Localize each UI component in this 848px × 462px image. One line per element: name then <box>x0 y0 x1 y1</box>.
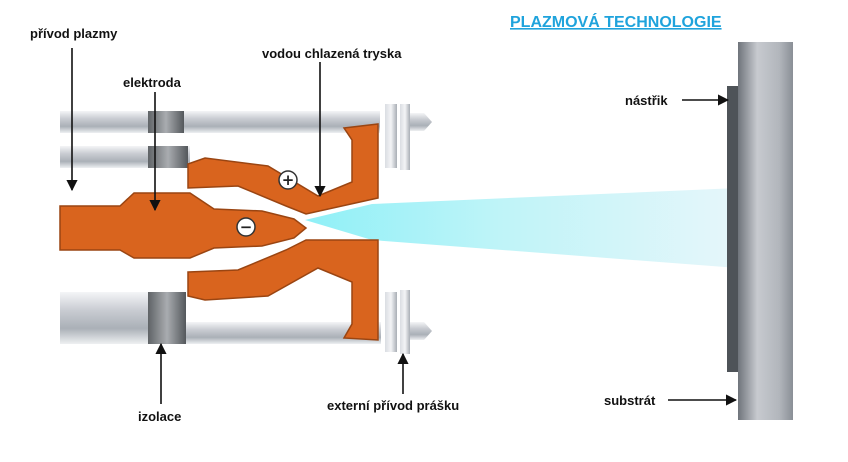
powder-injector-bottom <box>385 290 432 354</box>
svg-text:−: − <box>240 218 253 236</box>
substrate-plate <box>727 42 793 420</box>
label-substrate: substrát <box>604 393 656 408</box>
label-insulation: izolace <box>138 409 181 424</box>
label-nozzle: vodou chlazená tryska <box>262 46 402 61</box>
cathode-minus-icon: − <box>236 217 256 237</box>
diagram-title: PLAZMOVÁ TECHNOLOGIE <box>510 12 722 31</box>
powder-injector-top <box>385 104 432 170</box>
outer-sleeve-bottom <box>186 322 381 344</box>
water-cooled-nozzle <box>187 123 379 341</box>
plasma-jet <box>305 188 738 268</box>
label-electrode: elektroda <box>123 75 182 90</box>
label-powder-supply: externí přívod prášku <box>327 398 459 413</box>
label-plasma-supply: přívod plazmy <box>30 26 118 41</box>
electrode-body <box>59 192 308 259</box>
anode-plus-icon: + <box>278 170 298 190</box>
label-coating: nástřik <box>625 93 668 108</box>
outer-sleeve-top <box>60 111 380 133</box>
svg-text:+: + <box>282 171 295 189</box>
